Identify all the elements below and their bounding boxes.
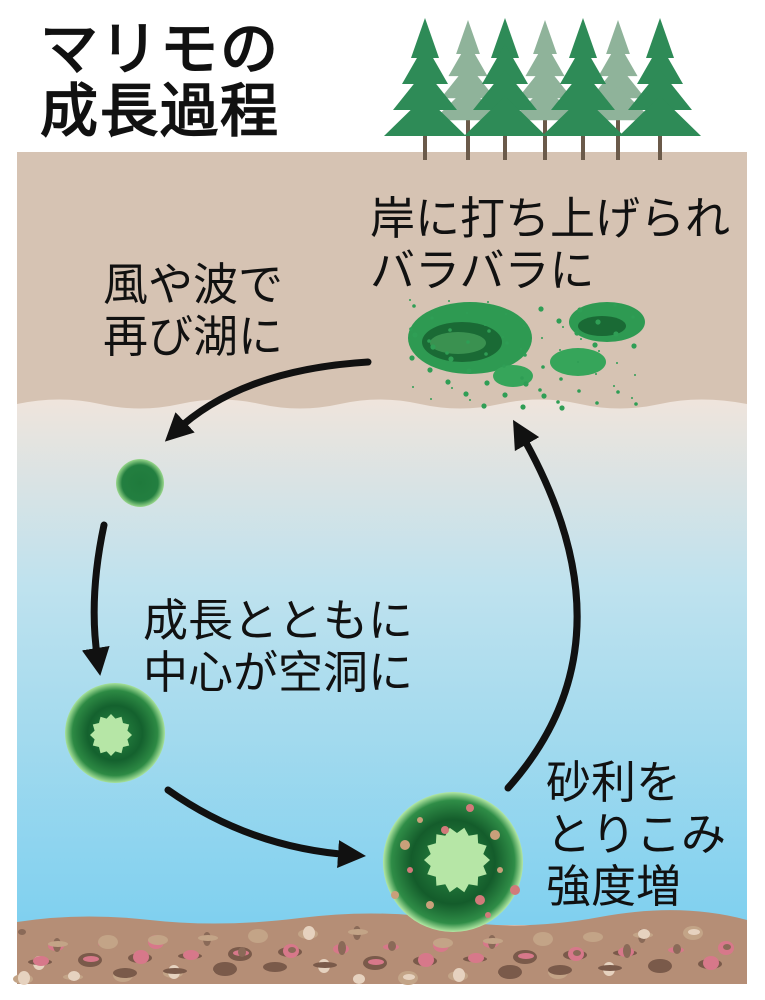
broken-marimo [408,299,645,411]
gravel-label-line-1: 砂利を [546,756,682,809]
hollow-marimo [65,683,165,783]
small-marimo [116,459,164,507]
arrow-to-gravel [164,786,366,869]
title-line-1: マリモの [40,15,281,83]
gravel-label-line-3: 強度増 [546,860,682,913]
gravel-pebbles [13,926,734,985]
arrow-sink [81,521,110,676]
hollow-label-line-1: 成長とともに [143,594,414,647]
shore-label-line-2: バラバラに [370,244,595,297]
return-label-line-1: 風や波で [103,258,284,311]
gravel-label-line-2: とりこみ [546,808,727,861]
arrow-gravel-to-shore [504,419,581,792]
shore-area [17,152,747,414]
forest [384,18,701,160]
gravel-marimo [383,792,523,932]
hollow-label-line-2: 中心が空洞に [143,646,414,699]
title-line-2: 成長過程 [40,77,281,145]
return-label-line-2: 再び湖に [103,310,284,363]
arrow-shore-to-lake [164,358,372,442]
shore-label-line-1: 岸に打ち上げられ [370,192,731,245]
